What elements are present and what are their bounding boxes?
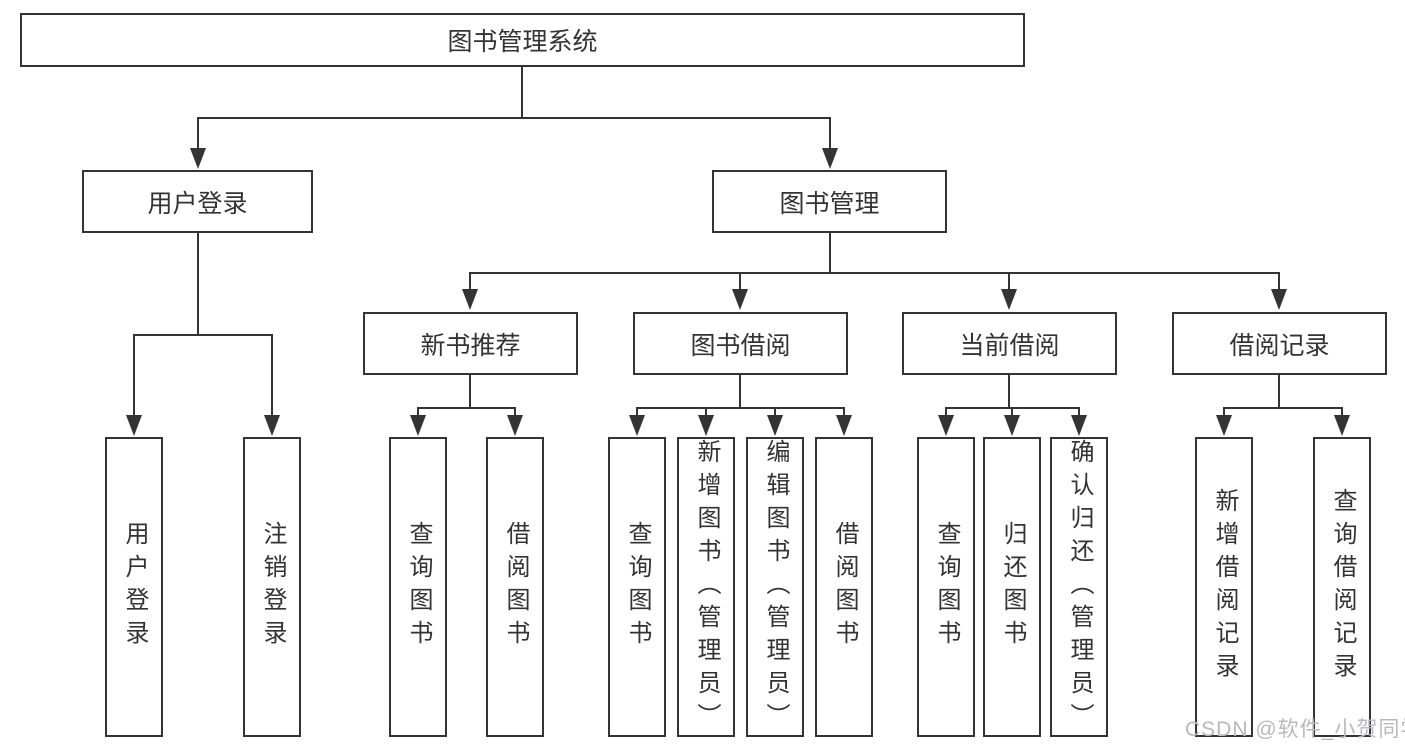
arrowhead (767, 415, 783, 436)
arrowhead (1001, 289, 1017, 310)
node-book-borrow: 图书借阅 (633, 312, 848, 375)
leaf-add-borrow-record: 新增借阅记录 (1195, 437, 1253, 737)
arrowhead (822, 148, 838, 169)
arrowhead (836, 415, 852, 436)
arrowhead (190, 148, 206, 169)
arrowhead (410, 415, 426, 436)
leaf-return-book: 归还图书 (983, 437, 1041, 737)
leaf-query-book-borrow: 查询图书 (608, 437, 666, 737)
connector-book-borrow-to-leaves (629, 375, 852, 436)
leaf-user-login: 用户登录 (105, 437, 163, 737)
node-user-login-branch: 用户登录 (82, 170, 313, 233)
leaf-query-book-recommend: 查询图书 (389, 437, 447, 737)
csdn-watermark: CSDN @软件_小贺同学 (1185, 718, 1405, 741)
arrowhead (462, 289, 478, 310)
node-root: 图书管理系统 (20, 13, 1025, 67)
connector-borrow-records-to-leaves (1216, 375, 1350, 436)
node-borrow-records: 借阅记录 (1172, 312, 1387, 375)
arrowhead (698, 415, 714, 436)
node-current-borrow: 当前借阅 (902, 312, 1117, 375)
arrowhead (507, 415, 523, 436)
node-book-management: 图书管理 (712, 170, 947, 233)
connector-root-to-branches (190, 66, 838, 169)
arrowhead (938, 415, 954, 436)
arrowhead (264, 415, 280, 436)
leaf-edit-book-admin: 编辑图书（管理员） (746, 437, 804, 737)
connector-new-book-recommend-to-leaves (410, 375, 523, 436)
leaf-confirm-return-admin: 确认归还（管理员） (1050, 437, 1108, 737)
connector-user-login-to-leaves (126, 233, 280, 436)
leaf-query-borrow-record: 查询借阅记录 (1313, 437, 1371, 737)
arrowhead (629, 415, 645, 436)
node-new-book-recommend: 新书推荐 (363, 312, 578, 375)
leaf-query-book-current: 查询图书 (917, 437, 975, 737)
connector-book-management-to-modules (462, 232, 1287, 310)
arrowhead (126, 415, 142, 436)
connector-current-borrow-to-leaves (938, 375, 1087, 436)
leaf-add-book-admin: 新增图书（管理员） (677, 437, 735, 737)
arrowhead (732, 289, 748, 310)
arrowhead (1334, 415, 1350, 436)
leaf-borrow-book-recommend: 借阅图书 (486, 437, 544, 737)
arrowhead (1216, 415, 1232, 436)
leaf-borrow-book: 借阅图书 (815, 437, 873, 737)
leaf-logout: 注销登录 (243, 437, 301, 737)
arrowhead (1071, 415, 1087, 436)
arrowhead (1271, 289, 1287, 310)
arrowhead (1004, 415, 1020, 436)
